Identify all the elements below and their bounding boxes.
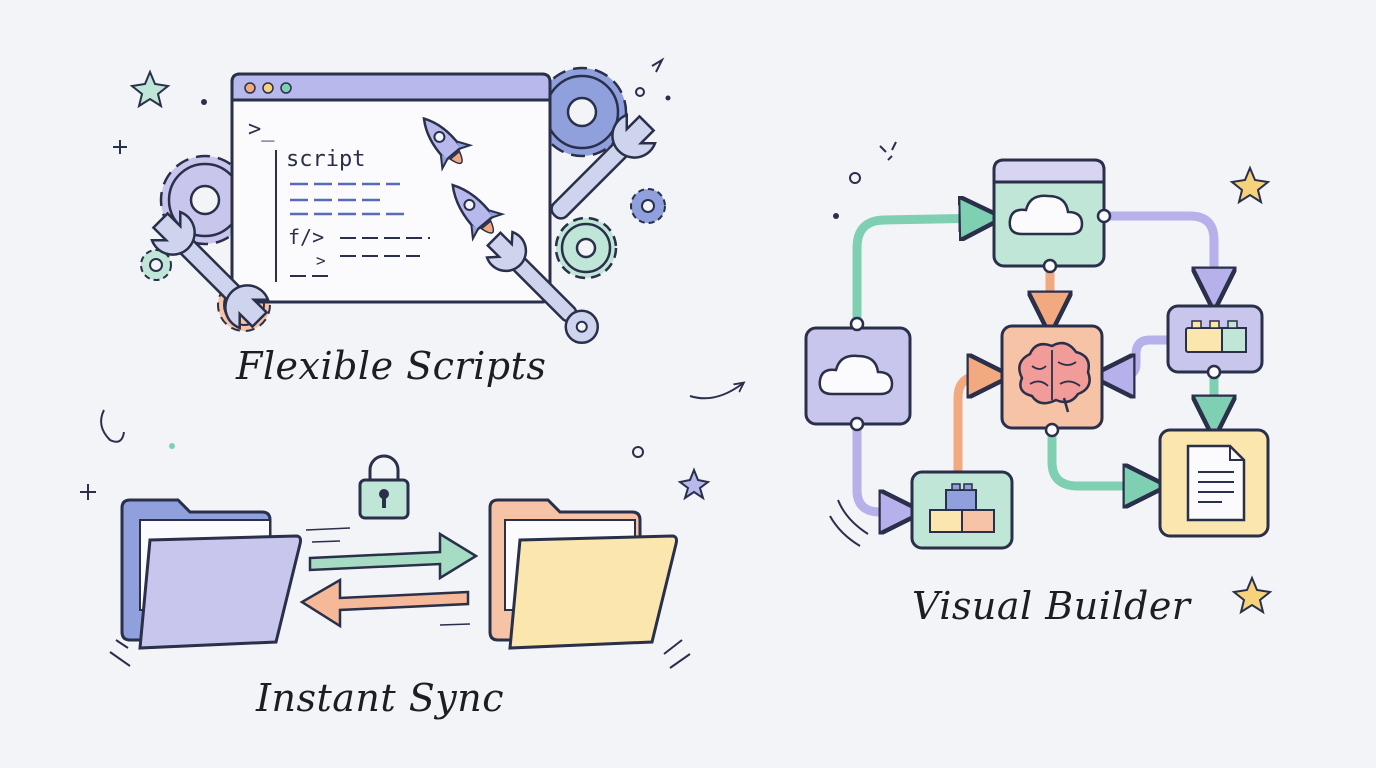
connector-arrow — [852, 218, 990, 329]
gear-icon — [140, 249, 172, 281]
cloud-node — [992, 158, 1106, 268]
building-blocks-icon — [1185, 320, 1247, 353]
connector-arrow — [1047, 425, 1154, 486]
padlock-icon — [358, 454, 410, 520]
star-icon — [1231, 575, 1273, 615]
cloud-icon — [1008, 194, 1084, 236]
document-node — [1158, 428, 1270, 538]
brain-icon — [1018, 341, 1091, 413]
visual-builder-group — [804, 158, 1270, 550]
connector-arrow — [1104, 335, 1173, 376]
terminal-window-icon: >_ script f/> > — [230, 72, 552, 304]
flexible-scripts-group: >_ script f/> > — [140, 66, 666, 345]
star-icon — [677, 467, 711, 501]
sync-arrow-left — [299, 577, 470, 629]
building-blocks-icon — [929, 483, 995, 533]
star-icon — [1229, 165, 1271, 205]
visual-builder-label: Visual Builder — [912, 584, 1191, 628]
terminal-caret: > — [316, 251, 326, 270]
wrench-icon — [150, 210, 270, 330]
rocket-icon — [422, 116, 474, 172]
star-icon — [129, 69, 171, 109]
folder-icon — [488, 498, 678, 650]
wrench-icon — [550, 113, 657, 220]
gear-icon — [554, 216, 618, 280]
folder-icon — [120, 498, 302, 650]
sync-arrow-right — [308, 531, 479, 581]
instant-sync-group — [120, 454, 678, 650]
cloud-node — [804, 326, 912, 426]
cloud-icon — [818, 354, 894, 396]
blocks-node — [1166, 304, 1264, 374]
terminal-script-text: script — [286, 147, 365, 172]
brain-node — [1000, 324, 1104, 430]
blocks-node — [910, 470, 1014, 550]
transition-arrow — [689, 384, 742, 400]
connector-arrow — [852, 419, 910, 512]
gear-icon — [630, 188, 666, 224]
instant-sync-label: Instant Sync — [256, 676, 504, 720]
terminal-tag-text: f/> — [288, 225, 324, 249]
document-icon — [1186, 444, 1246, 522]
flexible-scripts-label: Flexible Scripts — [236, 344, 547, 388]
wrench-icon — [485, 230, 600, 345]
connector-arrow — [1100, 211, 1214, 298]
terminal-prompt: >_ — [248, 117, 275, 142]
rocket-icon — [451, 183, 506, 242]
connector-arrow — [953, 376, 998, 477]
